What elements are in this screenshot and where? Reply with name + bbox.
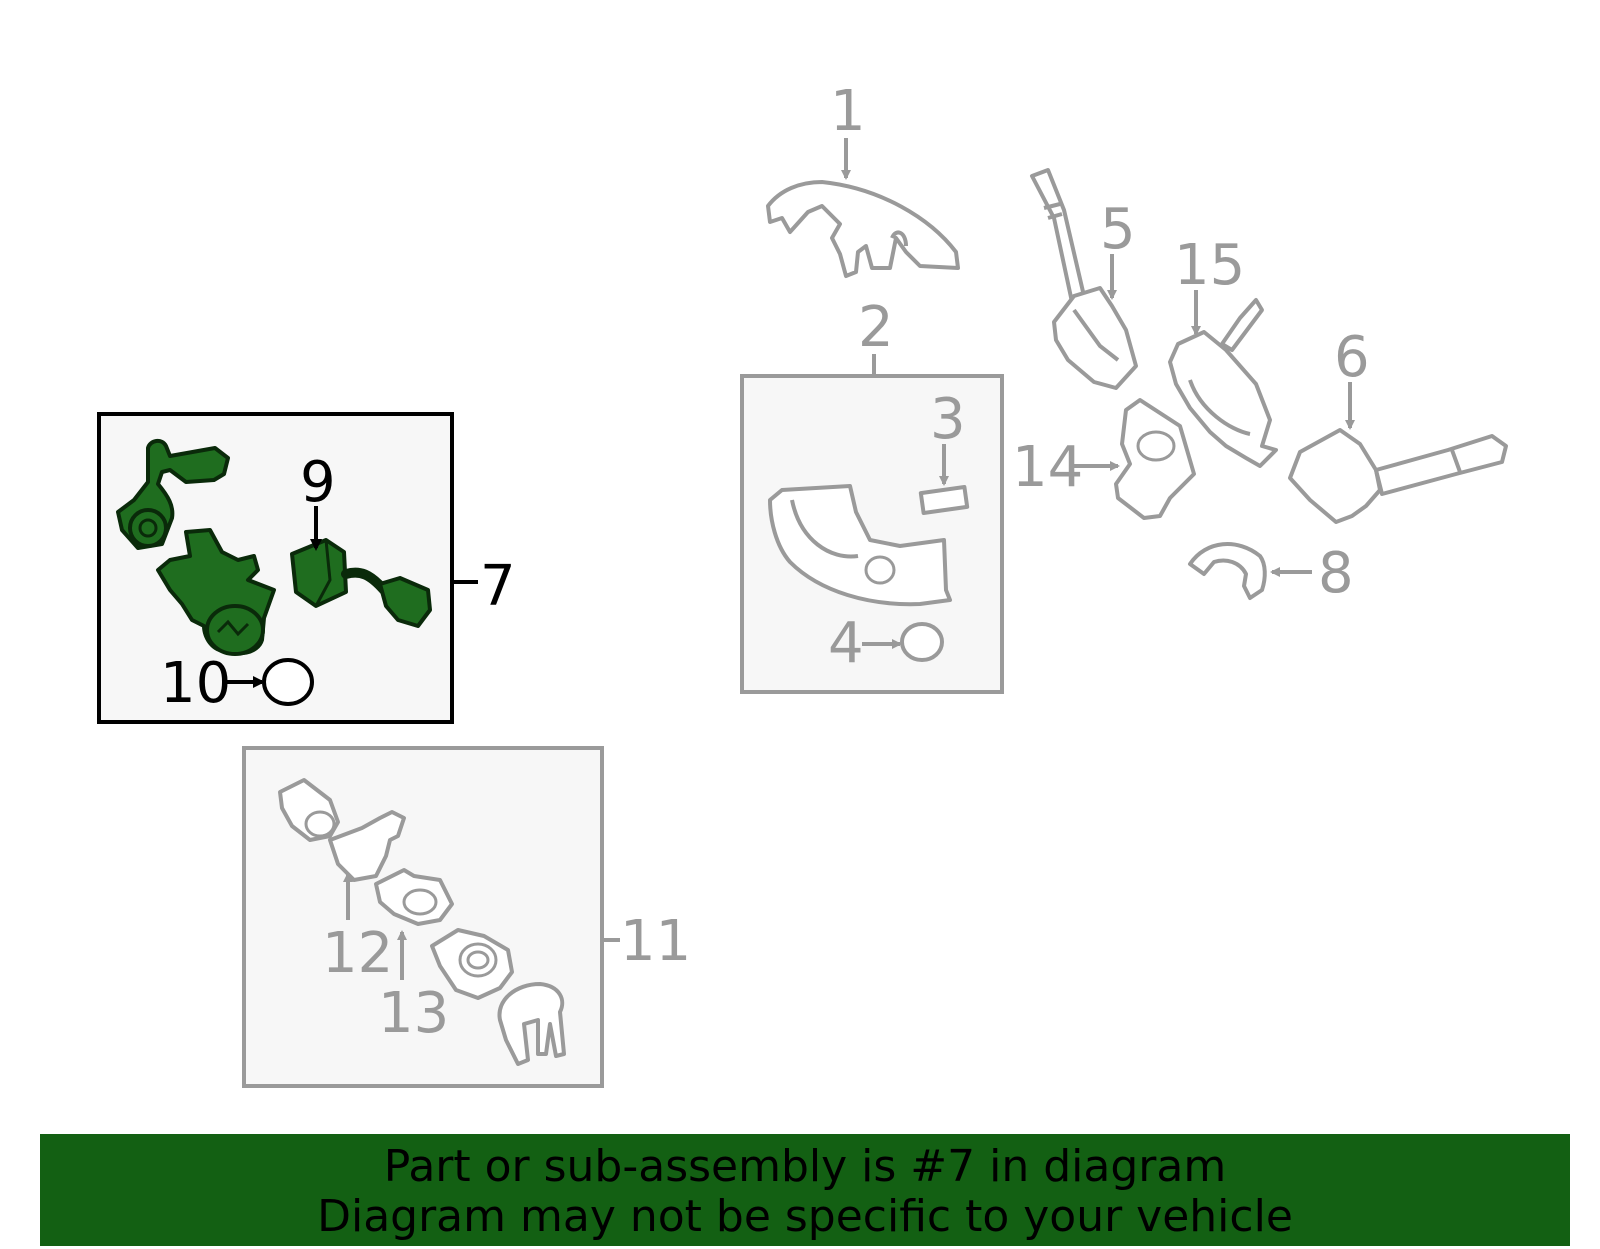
part-15-clock-spring bbox=[1168, 298, 1278, 468]
callout-8-label: 8 bbox=[1318, 541, 1354, 606]
part-2-lower-cover bbox=[768, 484, 952, 607]
callout-10-label: 10 bbox=[160, 651, 231, 716]
part-3-clip bbox=[918, 485, 970, 515]
callout-14-label: 14 bbox=[1012, 435, 1083, 500]
callout-15-label: 15 bbox=[1174, 233, 1245, 298]
callout-9-label: 9 bbox=[300, 450, 336, 515]
callout-7-label: 7 bbox=[480, 554, 516, 619]
callout-2-label: 2 bbox=[858, 295, 894, 360]
callout-3-label: 3 bbox=[930, 387, 966, 452]
callout-11-label: 11 bbox=[620, 909, 691, 974]
callout-1-label: 1 bbox=[830, 79, 866, 144]
callout-5-label: 5 bbox=[1100, 197, 1136, 262]
part-1-upper-cover bbox=[766, 180, 960, 278]
part-9-immobilizer bbox=[290, 538, 432, 628]
ignition-lock-assembly bbox=[116, 439, 276, 656]
part-6-light-switch bbox=[1288, 428, 1508, 524]
part-8-bracket bbox=[1188, 542, 1267, 600]
part-14-angle-sensor bbox=[1114, 398, 1196, 520]
callout-6-label: 6 bbox=[1334, 325, 1370, 390]
info-banner: Part or sub-assembly is #7 in diagram Di… bbox=[40, 1134, 1570, 1246]
part-11-lock-set bbox=[278, 778, 566, 1066]
part-5-combination-switch bbox=[1030, 168, 1138, 390]
banner-line-1: Part or sub-assembly is #7 in diagram bbox=[383, 1141, 1227, 1192]
callout-4-label: 4 bbox=[828, 611, 864, 676]
part-4-grommet bbox=[900, 622, 944, 662]
callout-13-label: 13 bbox=[378, 981, 449, 1046]
callout-12-label: 12 bbox=[322, 921, 393, 986]
part-10-ring bbox=[262, 658, 314, 706]
banner-line-2: Diagram may not be specific to your vehi… bbox=[317, 1191, 1293, 1242]
